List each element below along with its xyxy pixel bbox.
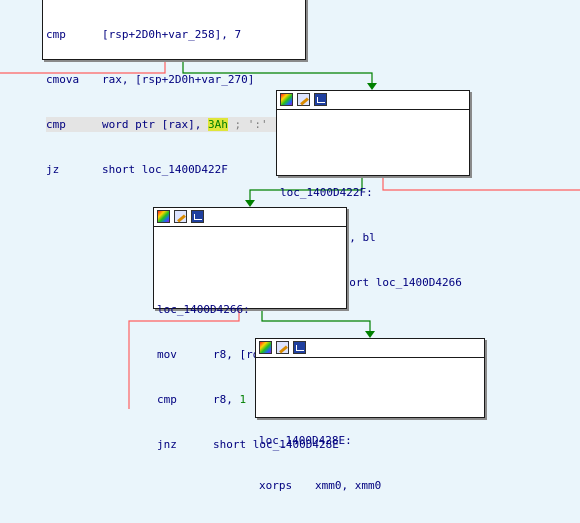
block-label[interactable]: loc_1400D428E: bbox=[259, 434, 352, 447]
edge-false-1 bbox=[382, 176, 580, 191]
block-toolbar bbox=[154, 208, 346, 227]
rename-pencil-icon[interactable] bbox=[276, 341, 289, 354]
asm-line[interactable]: cmp[rsp+2D0h+var_258], 7 bbox=[46, 28, 242, 41]
graph-edges bbox=[0, 60, 580, 409]
block-label[interactable]: loc_1400D422F: bbox=[280, 186, 373, 199]
edge-arrow-1 bbox=[245, 200, 255, 207]
color-picker-icon[interactable] bbox=[157, 210, 170, 223]
color-picker-icon[interactable] bbox=[259, 341, 272, 354]
graph-overview-icon[interactable] bbox=[314, 93, 327, 106]
edge-true-1 bbox=[249, 176, 363, 203]
rename-pencil-icon[interactable] bbox=[174, 210, 187, 223]
edge-false-2 bbox=[128, 309, 240, 409]
color-picker-icon[interactable] bbox=[280, 93, 293, 106]
edge-true-top bbox=[182, 60, 373, 86]
edge-true-2 bbox=[261, 309, 371, 334]
rename-pencil-icon[interactable] bbox=[297, 93, 310, 106]
block-toolbar bbox=[256, 339, 484, 358]
block-label[interactable]: loc_1400D4266: bbox=[157, 303, 250, 316]
graph-overview-icon[interactable] bbox=[191, 210, 204, 223]
edge-arrow-2 bbox=[365, 331, 375, 338]
highlighted-operand[interactable]: 3Ah bbox=[207, 118, 228, 131]
block-toolbar bbox=[277, 91, 469, 110]
graph-overview-icon[interactable] bbox=[293, 341, 306, 354]
edge-arrow-top bbox=[367, 83, 377, 90]
edge-false-top bbox=[0, 60, 166, 74]
